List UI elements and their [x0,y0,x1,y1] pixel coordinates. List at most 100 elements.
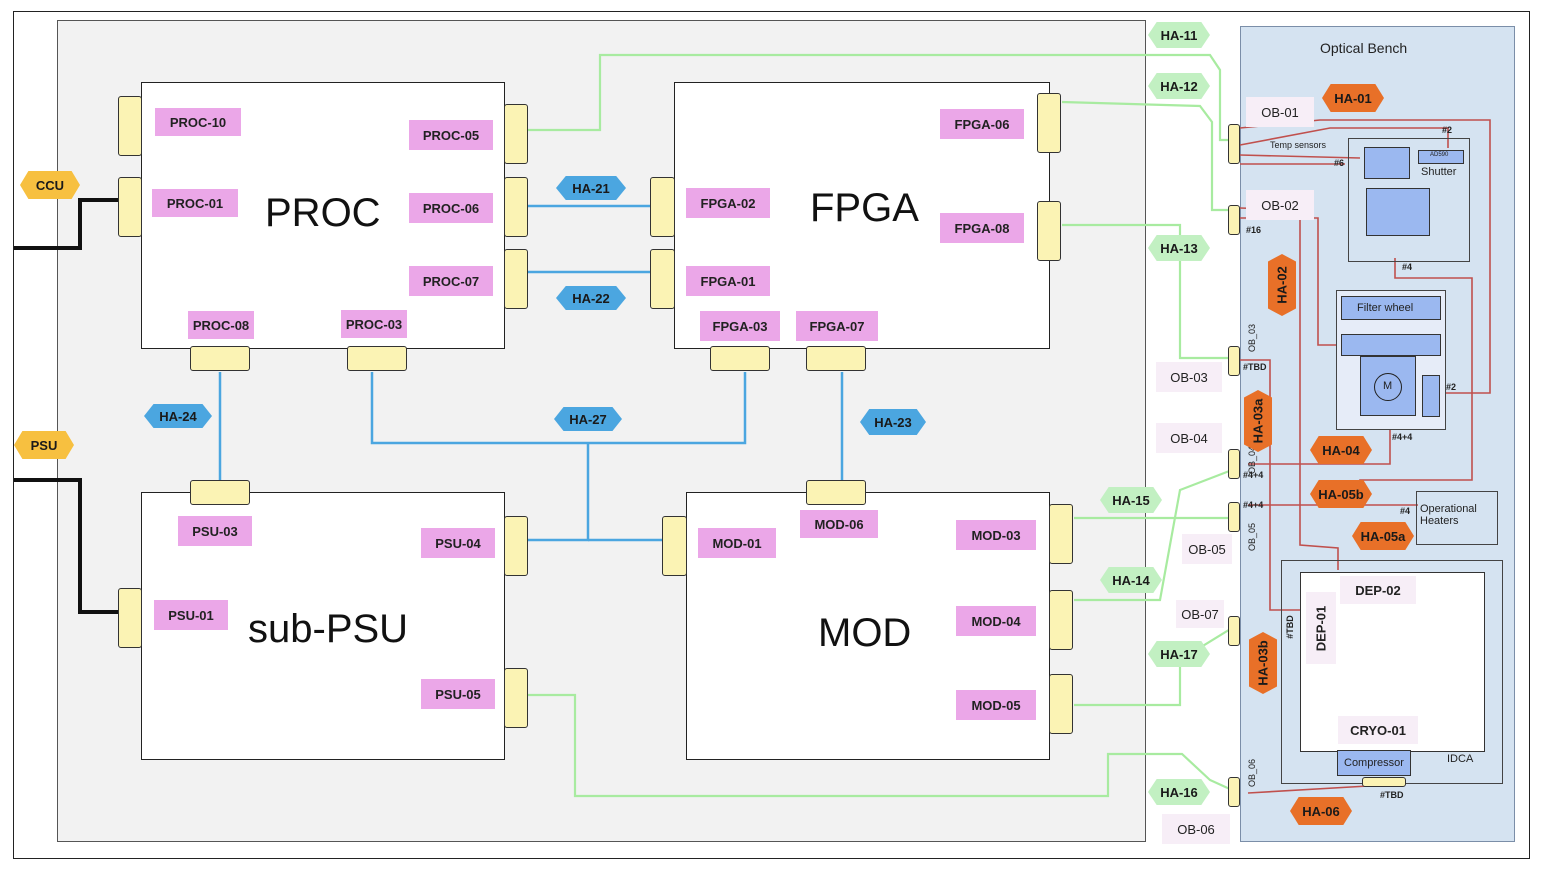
ob-connector [1228,124,1240,164]
port-label: PSU-04 [421,528,495,558]
fpga-title: FPGA [810,186,919,230]
ob-port-label: OB-05 [1182,534,1232,564]
ha17-wire [1074,627,1233,707]
connector [504,177,528,237]
mod-title: MOD [818,611,912,655]
ad590-filter [1422,375,1440,417]
harness-label: HA-03a [1244,390,1272,452]
motor-label: M [1383,380,1393,392]
port-label: FPGA-01 [686,266,770,296]
harness-label: HA-22 [556,286,626,310]
ob-port-label: OB-02 [1246,190,1314,220]
heater-resistor [1366,188,1430,236]
connector [118,588,142,648]
filter-wheel-label: Filter wheel [1357,302,1414,314]
port-label: MOD-01 [698,528,776,558]
port-label: PROC-05 [409,120,493,150]
harness-label: HA-12 [1148,73,1210,99]
connector [504,249,528,309]
port-label: FPGA-06 [940,109,1024,139]
port-label: FPGA-08 [940,213,1024,243]
motor-icon [1374,373,1402,401]
harness-label: HA-01 [1322,84,1384,112]
heaters-label: Operational Heaters [1420,503,1477,527]
connector [1049,674,1073,734]
ob-vertical-label: OB_03 [1247,323,1258,353]
ob-port-label: OB-01 [1246,97,1314,127]
port-label: FPGA-03 [700,311,780,341]
harness-label: HA-14 [1100,567,1162,593]
compressor-label: Compressor [1344,757,1404,769]
ha14-wire [1074,468,1233,602]
harness-label: HA-02 [1268,254,1296,316]
harness-label: HA-15 [1100,487,1162,513]
connector [504,668,528,728]
connector [1049,590,1073,650]
port-label: MOD-04 [956,606,1036,636]
harness-label: HA-13 [1148,235,1210,261]
ha27-wire [370,372,747,445]
ob-vertical-label: OB_06 [1247,758,1258,788]
ob-connector [1228,777,1240,807]
ob-connector [1228,502,1240,532]
harness-label: HA-04 [1310,436,1372,464]
connector [650,177,675,237]
pin-count: #16 [1246,225,1262,235]
pin-count: #TBD [1380,790,1404,800]
harness-label: HA-05a [1352,522,1414,550]
port-label: PROC-07 [409,266,493,296]
connector [504,104,528,164]
port-label: FPGA-02 [686,188,770,218]
port-label: PROC-08 [188,311,254,339]
ob-connector [1228,616,1240,646]
diagram-frame [13,11,1530,859]
harness-text: HA-03a [1250,398,1266,444]
ad590-label: AD590 [1430,152,1449,158]
ad590-sensor [1418,150,1464,164]
connector [650,249,675,309]
connector [662,516,687,576]
ha11-wire [528,53,1232,142]
connector [347,346,407,371]
compressor [1337,750,1411,776]
ccu-cable [14,198,118,250]
filter-wheel [1341,296,1441,320]
temp-sensors-label: Temp sensors [1270,140,1327,150]
harness-text: HA-02 [1274,266,1290,304]
subpsu-title: sub-PSU [248,607,409,651]
ob-vertical-label: OB_05 [1247,522,1258,552]
port-label: MOD-06 [800,510,878,538]
harness-label: HA-06 [1290,797,1352,825]
harness-label: HA-27 [554,407,622,431]
connector [118,177,142,237]
harness-label: HA-16 [1148,779,1210,805]
pin-count: #TBD [1243,362,1267,372]
connector [1049,504,1073,564]
ob-port-label: OB-07 [1176,600,1224,628]
dep01-text: DEP-01 [1313,605,1329,651]
port-label: MOD-03 [956,520,1036,550]
psu-cable [14,478,118,614]
dep02-label: DEP-02 [1340,576,1416,604]
port-label: PSU-03 [178,516,252,546]
ob-port-label: OB-06 [1162,814,1230,844]
connector [806,480,866,505]
harness-label: HA-11 [1148,22,1210,48]
port-label: PROC-01 [152,189,238,217]
connector [806,346,866,371]
pin-count: #2 [1442,125,1453,135]
port-label: MOD-05 [956,690,1036,720]
pin-count: #4+4 [1243,500,1264,510]
ha12-wire [1061,100,1232,212]
harness-label: HA-21 [556,176,626,200]
shutter-switch [1364,147,1410,179]
optical-bench-title: Optical Bench [1320,40,1408,56]
ob-connector [1228,346,1240,376]
port-label: PROC-03 [341,310,407,338]
pin-count-text: #TBD [1284,615,1295,639]
pin-count: #TBD [1278,615,1295,658]
ha27-branch [528,443,590,542]
connector [190,346,250,371]
heaters-box [1416,491,1498,545]
ha16-wire [528,693,1233,798]
